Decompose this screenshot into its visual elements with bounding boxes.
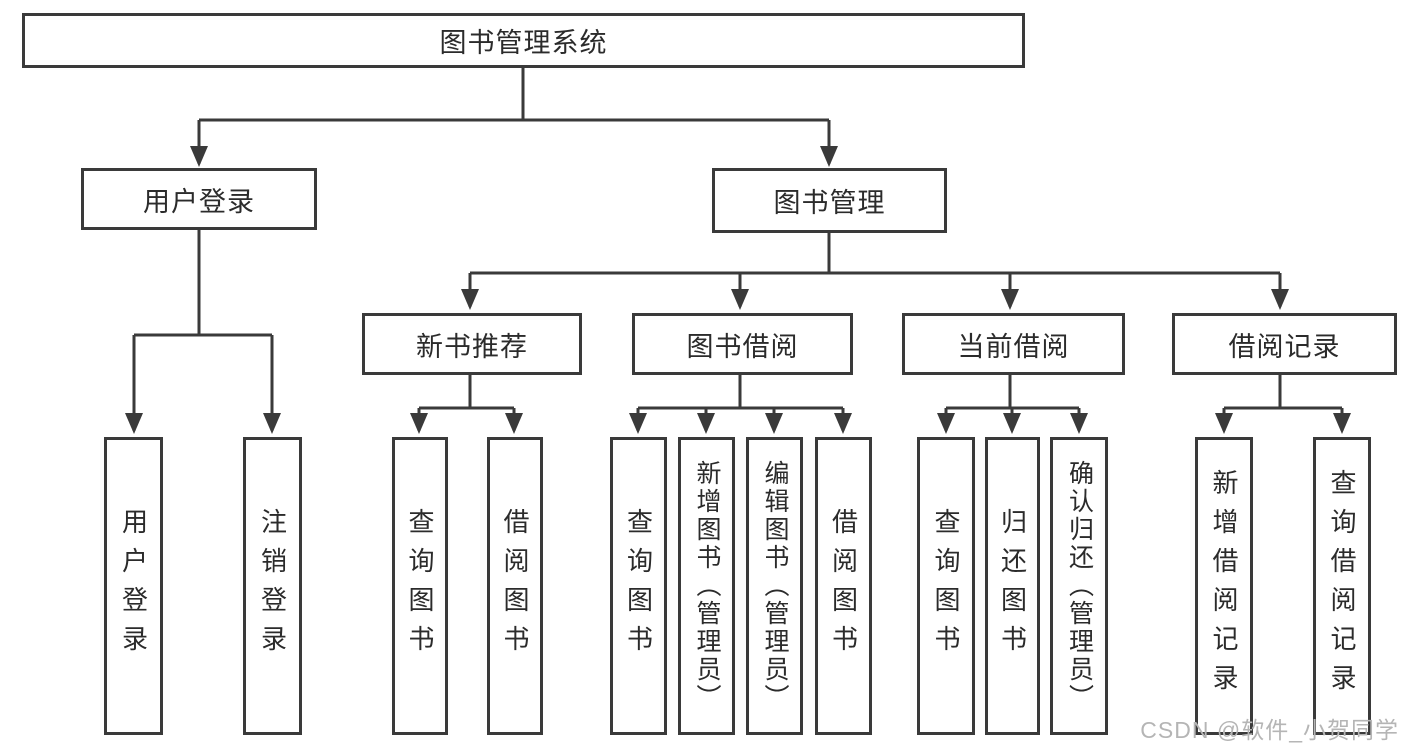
leaf-query-books-recommend: 查询图书 <box>392 437 448 735</box>
node-book-borrowing: 图书借阅 <box>632 313 853 375</box>
node-book-management-branch-label: 图书管理 <box>773 188 886 218</box>
leaf-add-books-admin-label: 新增图书（管理员） <box>693 460 721 712</box>
node-new-book-recommend-label: 新书推荐 <box>416 331 528 362</box>
leaf-confirm-return-admin-label: 确认归还（管理员） <box>1065 460 1094 712</box>
leaf-borrow-books-label: 借阅图书 <box>828 508 859 664</box>
node-borrowing-records: 借阅记录 <box>1172 313 1397 375</box>
csdn-watermark: CSDN @软件_小贺同学 <box>1140 717 1399 743</box>
leaf-query-books-borrowing-label: 查询图书 <box>623 508 654 664</box>
leaf-return-books: 归还图书 <box>985 437 1040 735</box>
leaf-query-borrow-record-label: 查询借阅记录 <box>1327 469 1357 703</box>
leaf-borrow-books-recommend: 借阅图书 <box>487 437 543 735</box>
node-new-book-recommend: 新书推荐 <box>362 313 582 375</box>
node-user-login-branch: 用户登录 <box>81 168 317 230</box>
leaf-query-books-borrowing: 查询图书 <box>610 437 667 735</box>
leaf-user-login-label: 用户登录 <box>118 508 149 664</box>
node-borrowing-records-label: 借阅记录 <box>1228 331 1341 362</box>
leaf-return-books-label: 归还图书 <box>997 508 1028 664</box>
leaf-add-borrow-record-label: 新增借阅记录 <box>1209 469 1239 703</box>
leaf-query-books-current-label: 查询图书 <box>931 508 961 664</box>
node-user-login-branch-label: 用户登录 <box>143 186 255 217</box>
leaf-query-books-recommend-label: 查询图书 <box>405 508 435 664</box>
node-book-borrowing-label: 图书借阅 <box>686 331 799 362</box>
node-root-system-label: 图书管理系统 <box>439 28 608 58</box>
leaf-logout: 注销登录 <box>243 437 302 735</box>
leaf-add-borrow-record: 新增借阅记录 <box>1195 437 1253 735</box>
leaf-query-books-current: 查询图书 <box>917 437 975 735</box>
leaf-borrow-books-recommend-label: 借阅图书 <box>500 508 530 664</box>
leaf-edit-books-admin-label: 编辑图书（管理员） <box>761 460 789 712</box>
leaf-query-borrow-record: 查询借阅记录 <box>1313 437 1371 735</box>
node-current-borrowing-label: 当前借阅 <box>957 331 1070 362</box>
node-book-management-branch: 图书管理 <box>712 168 947 233</box>
node-current-borrowing: 当前借阅 <box>902 313 1125 375</box>
leaf-borrow-books: 借阅图书 <box>815 437 872 735</box>
leaf-user-login: 用户登录 <box>104 437 163 735</box>
leaf-add-books-admin: 新增图书（管理员） <box>678 437 735 735</box>
leaf-edit-books-admin: 编辑图书（管理员） <box>746 437 803 735</box>
node-root-system: 图书管理系统 <box>22 13 1025 68</box>
leaf-logout-label: 注销登录 <box>257 508 288 664</box>
leaf-confirm-return-admin: 确认归还（管理员） <box>1050 437 1108 735</box>
